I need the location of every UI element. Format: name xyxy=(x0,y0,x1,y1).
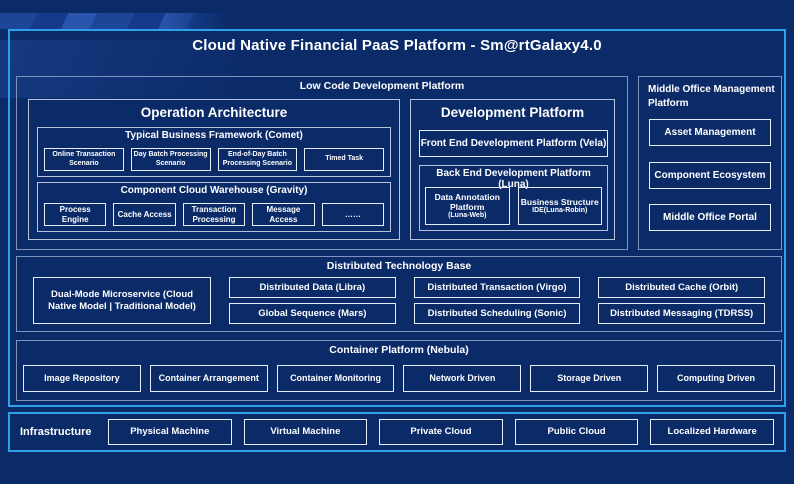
container-platform-section: Container Platform (Nebula) Image Reposi… xyxy=(16,340,782,401)
distributed-transaction-box: Distributed Transaction (Virgo) xyxy=(413,277,581,298)
data-annotation-platform-sub: (Luna-Web) xyxy=(448,211,487,219)
infrastructure-label: Infrastructure xyxy=(20,426,92,438)
timed-task-box: Timed Task xyxy=(304,148,384,171)
back-end-development-platform-box: Back End Development Platform (Luna) Dat… xyxy=(419,165,608,231)
typical-business-framework-label: Typical Business Framework (Comet) xyxy=(125,130,303,141)
business-structure-ide-box: Business Structure IDE(Luna-Robin) xyxy=(517,187,602,225)
end-of-day-batch-processing-box: End-of-Day Batch Processing Scenario xyxy=(217,148,298,171)
container-platform-label: Container Platform (Nebula) xyxy=(329,344,469,356)
image-repository-box: Image Repository xyxy=(23,365,141,392)
distributed-messaging-box: Distributed Messaging (TDRSS) xyxy=(598,303,766,324)
distributed-column-2: Distributed Transaction (Virgo) Distribu… xyxy=(413,277,581,324)
component-cloud-warehouse-label: Component Cloud Warehouse (Gravity) xyxy=(120,185,308,196)
virtual-machine-box: Virtual Machine xyxy=(243,419,368,445)
typical-business-items-row: Online Transaction Scenario Day Batch Pr… xyxy=(44,148,384,171)
cache-access-box: Cache Access xyxy=(113,203,176,226)
message-access-box: Message Access xyxy=(252,203,315,226)
day-batch-processing-scenario-box: Day Batch Processing Scenario xyxy=(130,148,211,171)
middle-office-management-platform-section: Middle Office Management Platform Asset … xyxy=(638,76,782,250)
back-end-development-platform-label: Back End Development Platform (Luna) xyxy=(436,168,591,190)
online-transaction-scenario-box: Online Transaction Scenario xyxy=(44,148,124,171)
low-code-section-label: Low Code Development Platform xyxy=(299,80,465,92)
localized-hardware-box: Localized Hardware xyxy=(650,419,774,445)
transaction-processing-box: Transaction Processing xyxy=(182,203,246,226)
distributed-items-row: Dual-Mode Microservice (Cloud Native Mod… xyxy=(33,277,766,324)
decorative-diagonal-wash xyxy=(0,40,300,98)
component-cloud-warehouse-box: Component Cloud Warehouse (Gravity) Proc… xyxy=(37,182,391,232)
development-platform-title: Development Platform xyxy=(440,105,585,120)
front-end-development-platform-box: Front End Development Platform (Vela) xyxy=(419,130,608,157)
distributed-scheduling-box: Distributed Scheduling (Sonic) xyxy=(413,303,581,324)
private-cloud-box: Private Cloud xyxy=(379,419,503,445)
ellipsis-box: …… xyxy=(321,203,385,226)
physical-machine-box: Physical Machine xyxy=(108,419,232,445)
business-structure-ide-name: Business Structure xyxy=(520,196,599,207)
back-end-items-row: Data Annotation Platform (Luna-Web) Busi… xyxy=(425,187,602,225)
distributed-data-box: Distributed Data (Libra) xyxy=(229,277,396,298)
middle-office-label: Middle Office Management Platform xyxy=(648,84,775,109)
global-sequence-box: Global Sequence (Mars) xyxy=(229,303,396,324)
middle-office-portal-box: Middle Office Portal xyxy=(649,204,771,231)
distributed-cache-box: Distributed Cache (Orbit) xyxy=(598,277,766,298)
operation-architecture-box: Operation Architecture Typical Business … xyxy=(28,99,400,240)
data-annotation-platform-box: Data Annotation Platform (Luna-Web) xyxy=(425,187,510,225)
page-title: Cloud Native Financial PaaS Platform - S… xyxy=(192,37,602,54)
main-platform-panel: Cloud Native Financial PaaS Platform - S… xyxy=(8,29,786,407)
decorative-diagonal-band xyxy=(0,13,230,29)
computing-driven-box: Computing Driven xyxy=(657,365,775,392)
container-items-row: Image Repository Container Arrangement C… xyxy=(23,365,775,392)
component-ecosystem-box: Component Ecosystem xyxy=(649,162,771,189)
distributed-technology-base-section: Distributed Technology Base Dual-Mode Mi… xyxy=(16,256,782,332)
distributed-technology-base-label: Distributed Technology Base xyxy=(326,260,472,272)
component-warehouse-items-row: Process Engine Cache Access Transaction … xyxy=(44,203,385,226)
infrastructure-section: Infrastructure Physical Machine Virtual … xyxy=(8,412,786,452)
storage-driven-box: Storage Driven xyxy=(530,365,649,392)
distributed-column-1: Distributed Data (Libra) Global Sequence… xyxy=(229,277,396,324)
process-engine-box: Process Engine xyxy=(44,203,107,226)
asset-management-box: Asset Management xyxy=(649,119,771,146)
container-arrangement-box: Container Arrangement xyxy=(149,365,268,392)
public-cloud-box: Public Cloud xyxy=(514,419,639,445)
network-driven-box: Network Driven xyxy=(403,365,522,392)
business-structure-ide-sub: IDE(Luna-Robin) xyxy=(532,206,588,214)
operation-architecture-title: Operation Architecture xyxy=(140,105,288,120)
distributed-column-3: Distributed Cache (Orbit) Distributed Me… xyxy=(598,277,766,324)
development-platform-box: Development Platform Front End Developme… xyxy=(410,99,615,240)
low-code-development-platform-section: Low Code Development Platform Operation … xyxy=(16,76,628,250)
dual-mode-microservice-box: Dual-Mode Microservice (Cloud Native Mod… xyxy=(33,277,211,324)
data-annotation-platform-name: Data Annotation Platform xyxy=(434,191,500,212)
typical-business-framework-box: Typical Business Framework (Comet) Onlin… xyxy=(37,127,391,177)
container-monitoring-box: Container Monitoring xyxy=(276,365,395,392)
